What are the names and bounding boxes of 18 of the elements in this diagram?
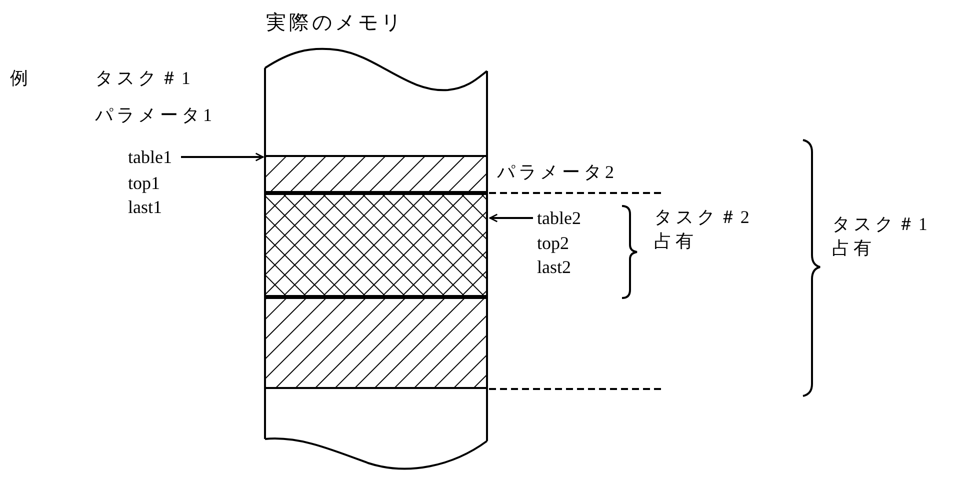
- text-label: パラメータ1: [95, 104, 216, 127]
- text-label: タスク＃1: [95, 67, 194, 90]
- text-label: top1: [128, 172, 160, 195]
- pointer-label: table2: [537, 207, 581, 229]
- text-label: タスク＃1占有: [832, 213, 932, 260]
- hatched-memory-band: [265, 297, 487, 389]
- text-label: last1: [128, 196, 162, 219]
- text-label: top2: [537, 232, 570, 255]
- hatched-memory-band: [265, 155, 487, 193]
- arrow: [489, 214, 533, 222]
- arrow: [181, 152, 264, 162]
- text-label: パラメータ2: [497, 161, 618, 184]
- memory-title: 実際のメモリ: [266, 11, 404, 36]
- text-label: last2: [537, 256, 571, 279]
- crosshatched-memory-band: [265, 193, 487, 297]
- pointer-label: table1: [128, 146, 172, 168]
- text-label: 例: [10, 67, 32, 90]
- text-label: タスク＃2占有: [654, 206, 754, 254]
